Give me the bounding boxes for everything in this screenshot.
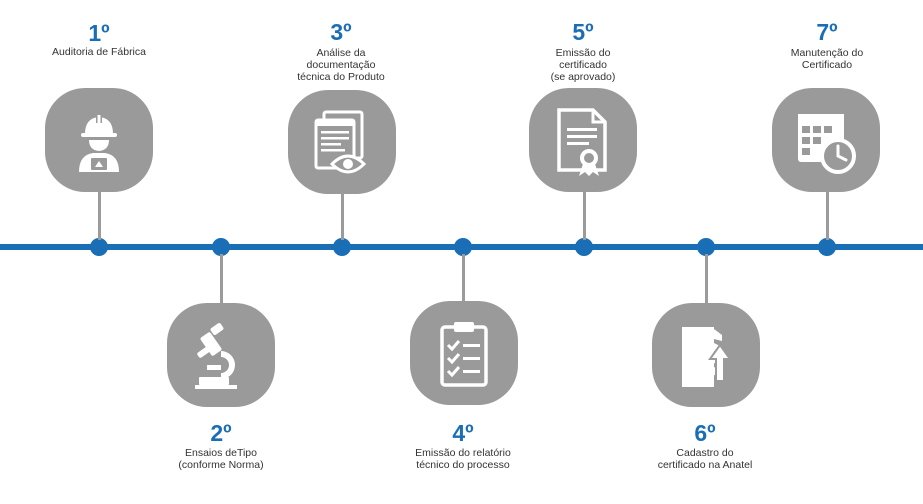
- step-3-connector: [341, 190, 344, 240]
- step-5-label: Emissão do certificado (se aprovado): [493, 47, 673, 83]
- step-2-number: 2º: [210, 420, 232, 446]
- timeline-dot-2: [212, 238, 230, 256]
- timeline-dot-1: [90, 238, 108, 256]
- step-5-number: 5º: [572, 19, 594, 45]
- certificate-icon: [557, 108, 607, 176]
- timeline-dot-3: [333, 238, 351, 256]
- step-4-connector: [462, 254, 465, 304]
- step-4-label: Emissão do relatório técnico do processo: [373, 447, 553, 471]
- step-4-label-line: técnico do processo: [416, 459, 510, 471]
- step-7-label: Manutenção do Certificado: [737, 47, 917, 71]
- timeline-dot-4: [454, 238, 472, 256]
- step-2-label-line: (conforme Norma): [178, 459, 264, 471]
- step-1-label: Auditoria de Fábrica: [9, 46, 189, 58]
- microscope-icon: [195, 323, 237, 389]
- step-1-label-line: Auditoria de Fábrica: [52, 46, 146, 58]
- step-1-number: 1º: [88, 20, 110, 46]
- step-6-connector: [705, 254, 708, 306]
- timeline-dot-5: [575, 238, 593, 256]
- step-3-label-line: técnica do Produto: [297, 71, 385, 83]
- step-1-connector: [98, 185, 101, 240]
- step-4-number: 4º: [452, 420, 474, 446]
- step-2-connector: [220, 254, 223, 306]
- worker-icon: [79, 115, 119, 172]
- step-3-label-line: Análise da: [316, 47, 366, 59]
- step-6-badge: [652, 303, 760, 407]
- step-6-label: Cadastro do certificado na Anatel: [615, 447, 795, 471]
- timeline-dot-6: [697, 238, 715, 256]
- step-4-label-line: Emissão do relatório: [415, 447, 511, 459]
- step-3-number: 3º: [330, 19, 352, 45]
- step-6-number: 6º: [694, 420, 716, 446]
- step-1-badge: [45, 88, 153, 192]
- step-6-label-line: certificado na Anatel: [657, 459, 753, 471]
- document-review-icon: [314, 110, 367, 174]
- step-7-number: 7º: [816, 19, 838, 45]
- step-5-badge: [529, 88, 637, 192]
- step-3-label: Análise da documentação técnica do Produ…: [251, 47, 431, 83]
- step-2-label-line: Ensaios deTipo: [185, 447, 257, 459]
- checklist-icon: [440, 322, 488, 387]
- step-7-label-line: Manutenção do: [790, 47, 864, 59]
- step-3-badge: [288, 90, 396, 194]
- step-7-badge: [772, 88, 880, 192]
- step-7-label-line: Certificado: [801, 59, 853, 71]
- upload-folder-icon: [682, 327, 732, 387]
- step-2-badge: [167, 303, 275, 407]
- step-4-badge: [410, 301, 518, 405]
- calendar-clock-icon: [798, 114, 856, 174]
- step-5-connector: [583, 188, 586, 240]
- step-6-label-line: Cadastro do: [676, 447, 734, 459]
- step-5-label-line: (se aprovado): [550, 71, 616, 83]
- step-5-label-line: Emissão do: [555, 47, 611, 59]
- timeline-dot-7: [818, 238, 836, 256]
- step-2-label: Ensaios deTipo (conforme Norma): [131, 447, 311, 471]
- step-7-connector: [826, 188, 829, 240]
- step-5-label-line: certificado: [559, 59, 607, 71]
- step-3-label-line: documentação: [306, 59, 376, 71]
